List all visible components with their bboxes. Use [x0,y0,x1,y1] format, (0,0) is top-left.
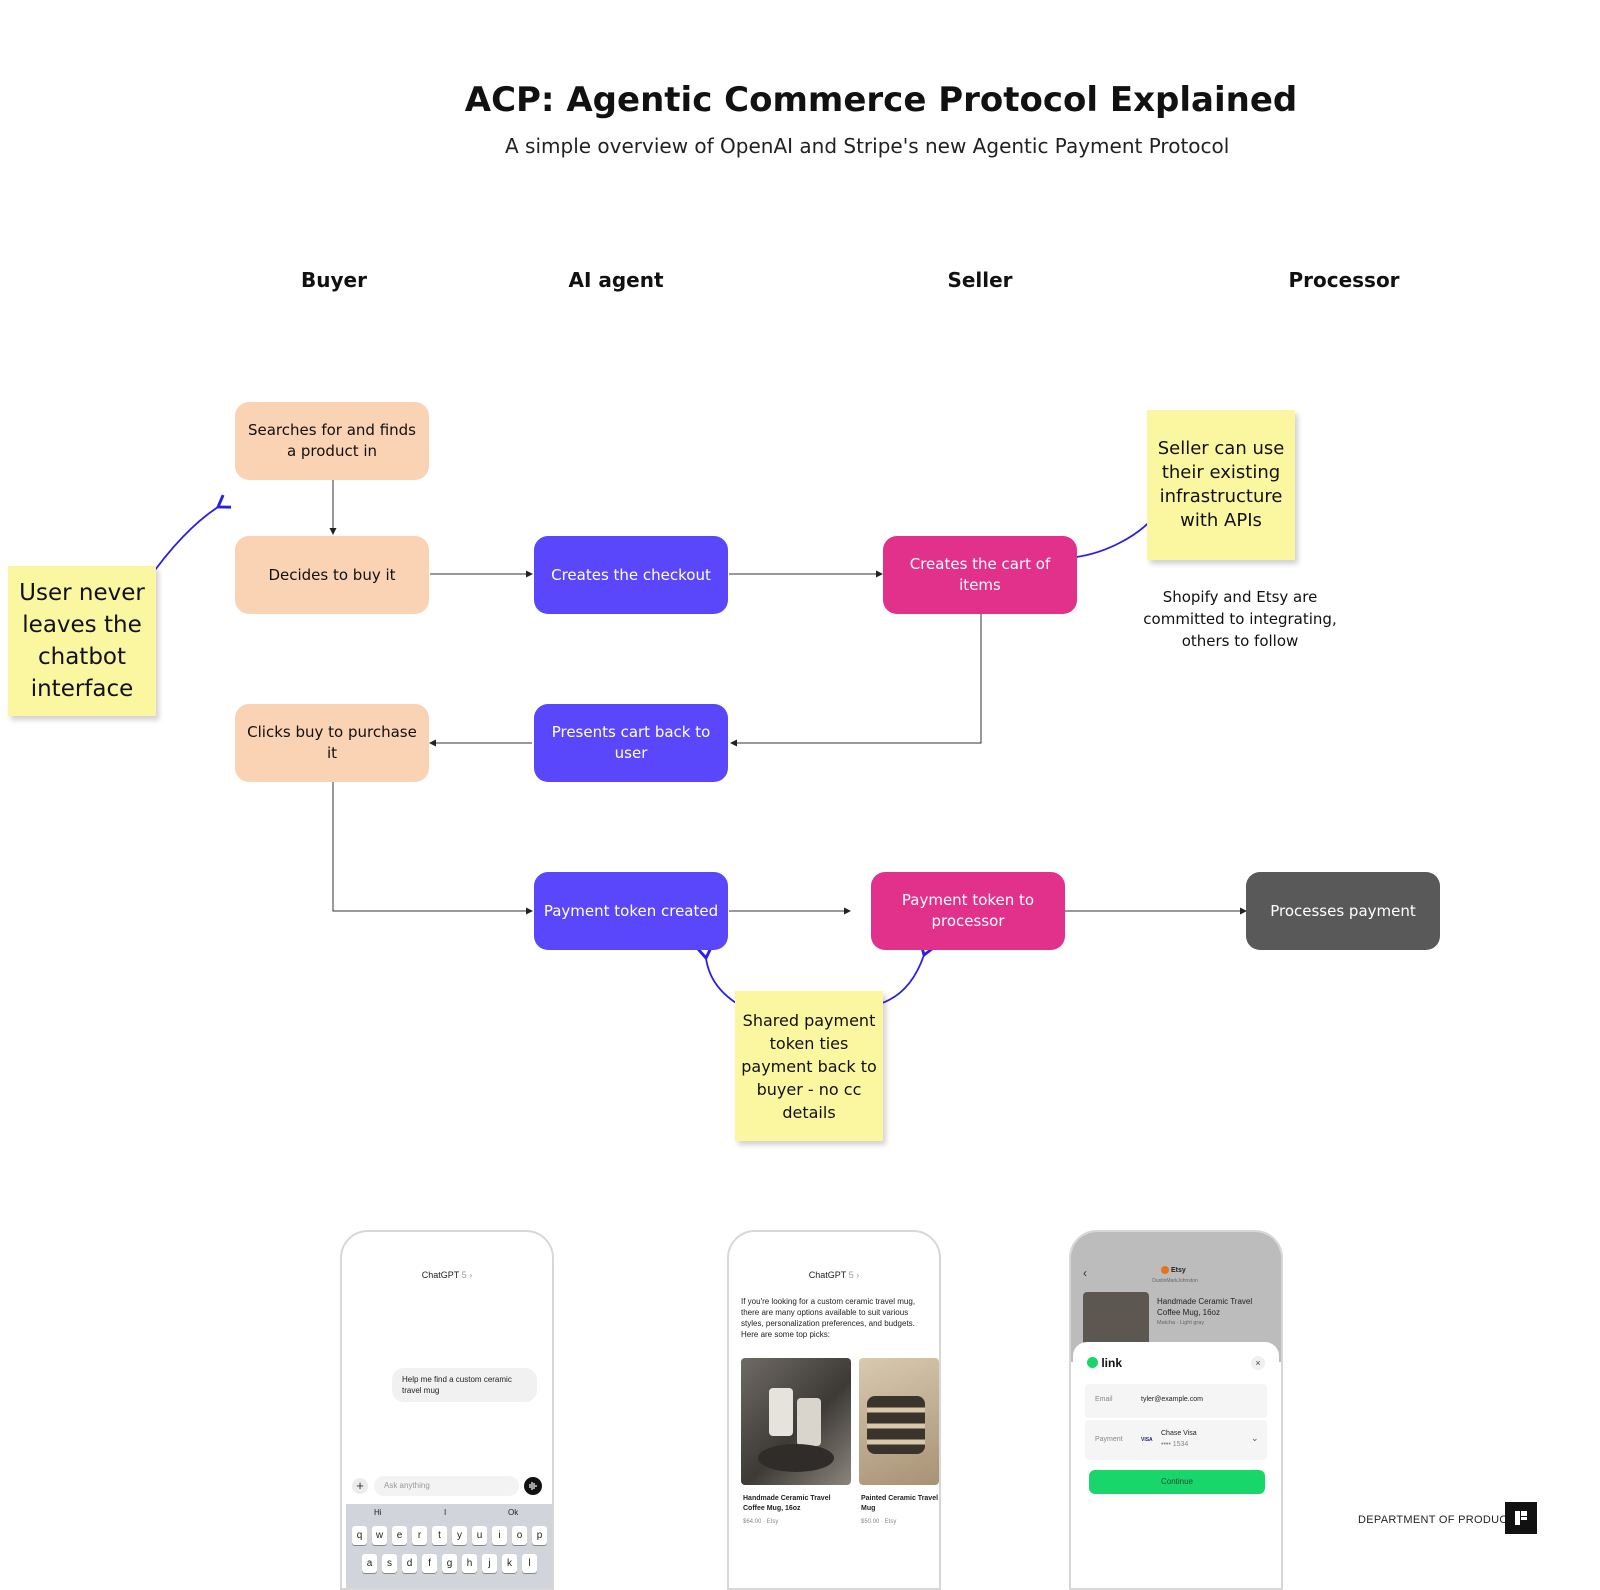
product-image-2[interactable] [859,1358,939,1485]
plus-icon[interactable]: + [352,1478,368,1494]
key-d[interactable]: d [402,1554,417,1573]
key-k[interactable]: k [502,1554,517,1573]
assistant-response: If you're looking for a custom ceramic t… [741,1297,916,1339]
annotation-arrow-chatbot [147,494,231,581]
phone-chat-header: ChatGPT 5 › [421,1270,473,1280]
key-w[interactable]: w [372,1526,387,1545]
key-o[interactable]: o [512,1526,527,1545]
user-message-bubble: Help me find a custom ceramic travel mug [392,1368,537,1402]
product-price-1: $64.00 · Etsy [743,1519,779,1525]
etsy-logo-icon [1161,1266,1169,1274]
link-label: link [1101,1356,1123,1370]
voice-icon[interactable] [524,1477,542,1495]
app-version: 5 [848,1270,854,1280]
key-g[interactable]: g [442,1554,457,1573]
key-s[interactable]: s [382,1554,397,1573]
payment-field[interactable]: Payment VISA Chase Visa •••• 1534 ⌄ [1085,1420,1267,1460]
key-t[interactable]: t [432,1526,447,1545]
node-payment-token-created: Payment token created [534,872,728,950]
node-processes-payment: Processes payment [1246,872,1440,950]
key-p[interactable]: p [532,1526,547,1545]
suggestion-1[interactable]: Hi [374,1508,382,1517]
app-version: 5 [461,1270,467,1280]
store-label: Etsy [1161,1266,1186,1274]
node-creates-cart: Creates the cart of items [883,536,1077,614]
node-presents-cart: Presents cart back to user [534,704,728,782]
suggestion-3[interactable]: Ok [508,1508,519,1517]
node-clicks-buy: Clicks buy to purchase it [235,704,429,782]
note-shopify-etsy: Shopify and Etsy are committed to integr… [1143,588,1337,650]
department-of-product-logo [1505,1502,1537,1534]
key-r[interactable]: r [412,1526,427,1545]
lane-header-processor: Processor [1288,268,1400,292]
card-name: Chase Visa [1161,1430,1197,1437]
payment-label: Payment [1095,1436,1123,1443]
key-j[interactable]: j [482,1554,497,1573]
page-subtitle: A simple overview of OpenAI and Stripe's… [505,134,1230,158]
node-searches-product: Searches for and finds a product in [235,402,429,480]
node-creates-checkout: Creates the checkout [534,536,728,614]
card-number: •••• 1534 [1161,1441,1189,1448]
close-icon[interactable]: × [1251,1356,1265,1370]
edge-cart-to-present [730,614,982,747]
visa-icon: VISA [1141,1437,1153,1443]
phone-results-header: ChatGPT 5 › [808,1270,860,1280]
lane-header-buyer: Buyer [301,268,367,292]
mug-image-2 [867,1396,925,1454]
chevron-down-icon[interactable]: ⌄ [1251,1433,1259,1443]
key-y[interactable]: y [452,1526,467,1545]
brand-label: DEPARTMENT OF PRODUCT [1358,1514,1515,1526]
email-field[interactable]: Email tyler@example.com [1085,1384,1267,1418]
phone-chat-mockup: ChatGPT 5 › Help me find a custom cerami… [340,1230,554,1590]
link-payment-sheet: link × Email tyler@example.com Payment V… [1073,1342,1279,1588]
continue-button[interactable]: Continue [1089,1470,1265,1494]
key-h[interactable]: h [462,1554,477,1573]
sticky-note-chatbot: User never leaves the chatbot interface [8,566,156,716]
link-icon [1087,1357,1098,1368]
lane-header-seller: Seller [947,268,1013,292]
store-name: Etsy [1170,1266,1186,1274]
phone-checkout-mockup: ‹ Etsy DustinMarkJohnston Handmade Ceram… [1069,1230,1283,1590]
product-image-1[interactable] [741,1358,851,1485]
phone-results-mockup: ChatGPT 5 › If you're looking for a cust… [727,1230,941,1590]
app-name: ChatGPT [421,1270,460,1280]
product-name-1[interactable]: Handmade Ceramic Travel Coffee Mug, 16oz [743,1495,831,1512]
back-icon[interactable]: ‹ [1083,1266,1087,1280]
product-price-2: $50.00 · Etsy [861,1519,897,1525]
annotation-arrow-seller-infra [1063,515,1156,567]
node-payment-token-to-processor: Payment token to processor [871,872,1065,950]
email-label: Email [1095,1396,1113,1403]
seller-name: DustinMarkJohnston [1152,1278,1198,1284]
sticky-note-shared-token: Shared payment token ties payment back t… [735,991,883,1141]
key-f[interactable]: f [422,1554,437,1573]
checkout-product-name: Handmade Ceramic Travel Coffee Mug, 16oz [1157,1297,1253,1317]
key-e[interactable]: e [392,1526,407,1545]
key-l[interactable]: l [522,1554,537,1573]
key-q[interactable]: q [352,1526,367,1545]
app-name: ChatGPT [808,1270,847,1280]
key-a[interactable]: a [362,1554,377,1573]
product-name-2[interactable]: Painted Ceramic Travel Mug [861,1495,939,1512]
suggestion-2[interactable]: I [444,1508,447,1517]
edge-clicks-to-token [332,782,533,915]
sticky-note-seller-infra: Seller can use their existing infrastruc… [1147,410,1295,560]
email-value: tyler@example.com [1141,1396,1203,1403]
key-i[interactable]: i [492,1526,507,1545]
mug-image-1 [758,1388,834,1472]
etsy-product-header: ‹ Etsy DustinMarkJohnston Handmade Ceram… [1071,1232,1281,1362]
lane-header-ai-agent: AI agent [568,268,664,292]
node-decides-to-buy: Decides to buy it [235,536,429,614]
link-logo: link [1087,1356,1122,1370]
checkout-product-variant: Matcha · Light gray [1157,1320,1205,1326]
page-title: ACP: Agentic Commerce Protocol Explained [464,80,1298,120]
key-u[interactable]: u [472,1526,487,1545]
ask-input[interactable]: Ask anything [374,1476,519,1496]
chat-input-bar: + Ask anything [348,1475,548,1497]
